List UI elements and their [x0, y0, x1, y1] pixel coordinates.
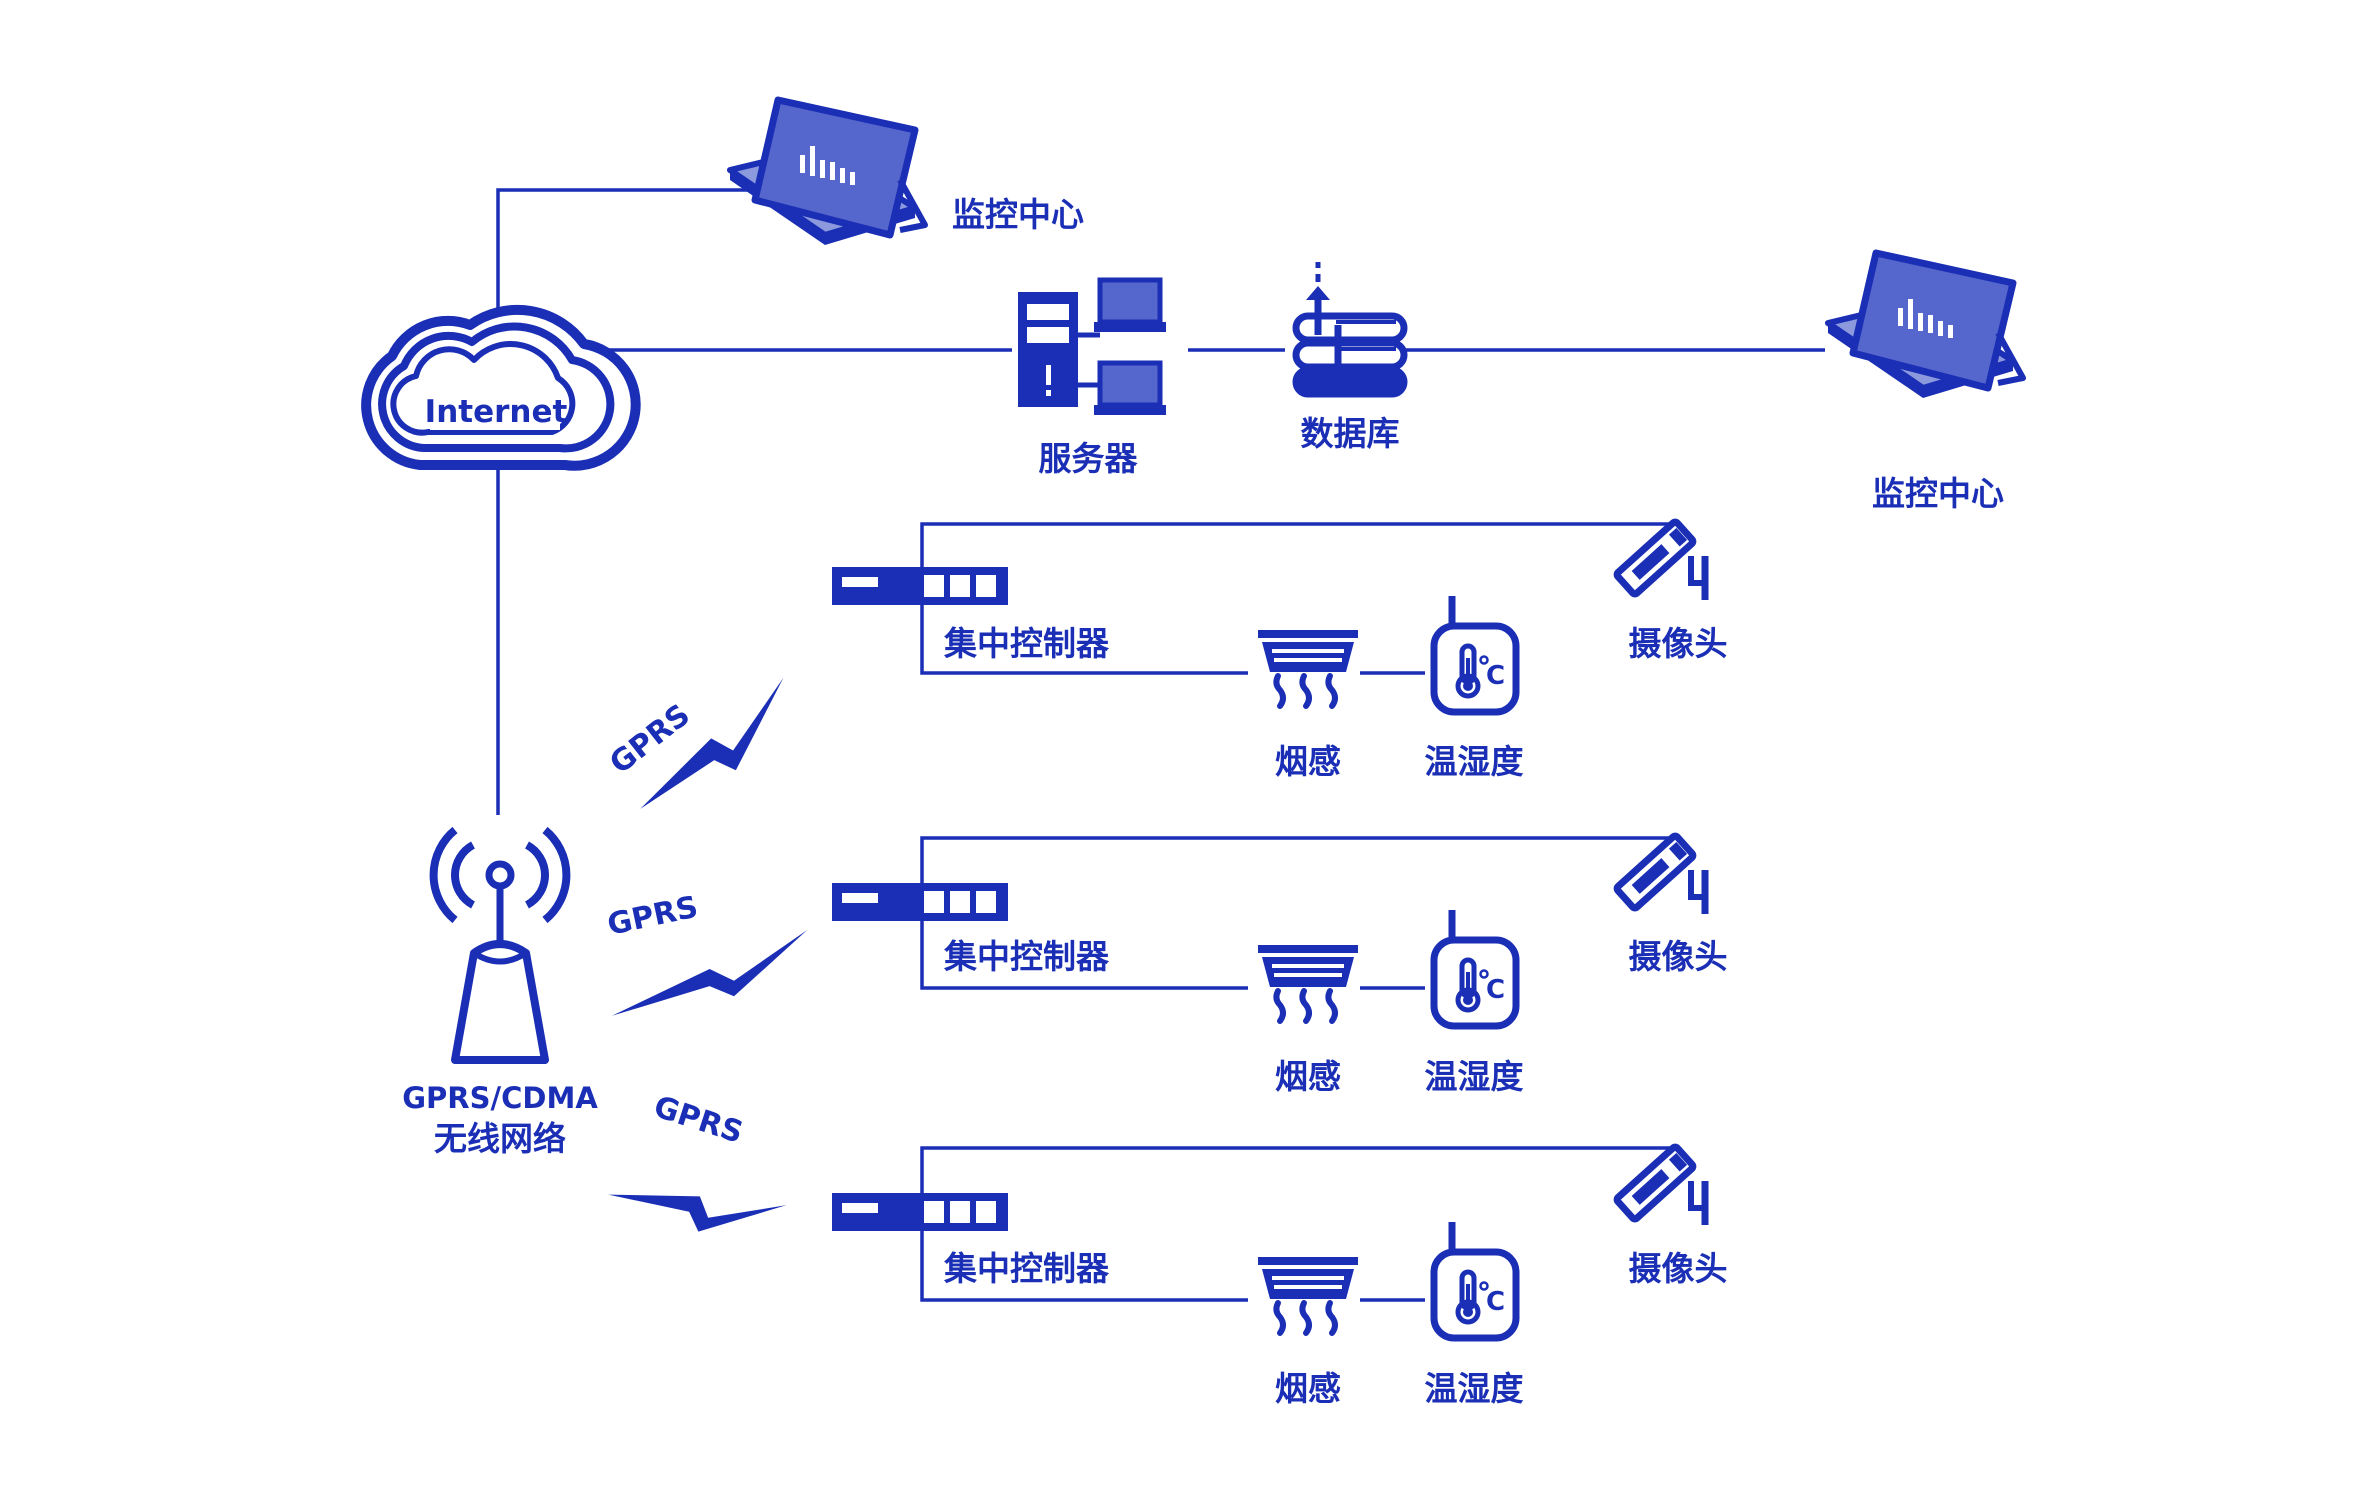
smoke-detector-icon	[1258, 630, 1358, 706]
database-icon	[1292, 262, 1408, 398]
monitor-center-right: 监控中心	[1828, 253, 2023, 513]
smoke-label: 烟感	[1275, 1369, 1341, 1408]
camera-icon	[1616, 1146, 1705, 1225]
gprs-link-3: GPRS	[608, 1089, 787, 1282]
database-label: 数据库	[1301, 414, 1400, 453]
base-station: GPRS/CDMA 无线网络	[402, 826, 598, 1158]
humidity-label: 温湿度	[1425, 742, 1524, 781]
gprs-link-1: GPRS	[603, 677, 799, 809]
server-label: 服务器	[1039, 439, 1139, 478]
controller-icon	[832, 883, 1008, 921]
device-group-1: 集中控制器 烟感 温湿度 摄像头	[832, 521, 1728, 781]
camera-label: 摄像头	[1629, 624, 1728, 663]
base-station-label-2: 无线网络	[434, 1119, 566, 1158]
controller-icon	[832, 567, 1008, 605]
server-icon	[1018, 277, 1166, 415]
antenna-tower-icon	[429, 826, 571, 1064]
thermometer-icon	[1434, 596, 1516, 712]
server-node: 服务器	[1018, 277, 1166, 478]
connector-lines	[496, 188, 1825, 1302]
gprs-link-2: GPRS	[604, 890, 808, 1016]
controller-label: 集中控制器	[943, 624, 1110, 663]
internet-label: Internet	[425, 394, 568, 430]
gprs-label-2: GPRS	[604, 890, 701, 943]
smoke-label: 烟感	[1275, 1057, 1341, 1096]
smoke-label: 烟感	[1275, 742, 1341, 781]
database-node: 数据库	[1292, 262, 1408, 453]
thermometer-icon	[1434, 1222, 1516, 1338]
controller-icon	[832, 1193, 1008, 1231]
camera-label: 摄像头	[1629, 937, 1728, 976]
gprs-label-3: GPRS	[650, 1089, 748, 1151]
controller-label: 集中控制器	[943, 1249, 1110, 1288]
controller-label: 集中控制器	[943, 937, 1110, 976]
monitor-top-label: 监控中心	[952, 195, 1084, 234]
smoke-detector-icon	[1258, 945, 1358, 1021]
device-group-2: 集中控制器 烟感 温湿度 摄像头	[832, 835, 1728, 1096]
thermometer-icon	[1434, 910, 1516, 1026]
base-station-label-1: GPRS/CDMA	[402, 1081, 598, 1115]
lightning-icon	[612, 930, 808, 1016]
cloud-icon	[361, 304, 641, 471]
smoke-detector-icon	[1258, 1257, 1358, 1333]
device-group-3: 集中控制器 烟感 温湿度 摄像头	[832, 1146, 1728, 1408]
laptop-icon	[1828, 253, 2023, 398]
laptop-icon	[730, 100, 925, 245]
camera-icon	[1616, 521, 1705, 600]
humidity-label: 温湿度	[1425, 1057, 1524, 1096]
lightning-icon	[608, 1118, 787, 1282]
camera-label: 摄像头	[1629, 1249, 1728, 1288]
camera-icon	[1616, 835, 1705, 914]
monitor-center-top: 监控中心	[730, 100, 1084, 245]
internet-cloud: Internet	[361, 304, 641, 471]
monitor-right-label: 监控中心	[1872, 474, 2004, 513]
humidity-label: 温湿度	[1425, 1369, 1524, 1408]
